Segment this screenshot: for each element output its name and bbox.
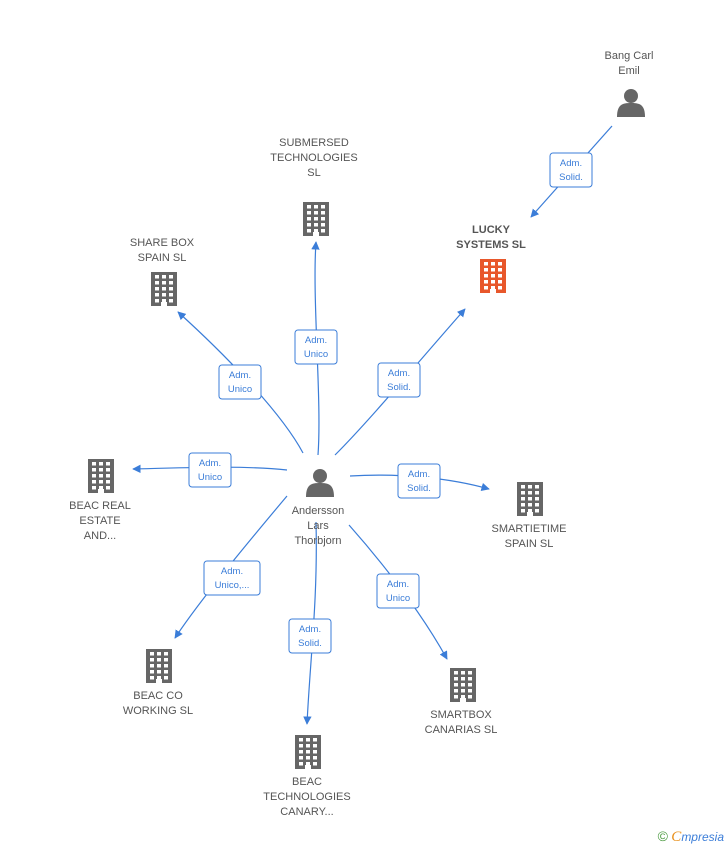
copyright-icon: ©: [657, 828, 668, 844]
node-label: Lars: [307, 520, 329, 532]
role-text: Adm.: [199, 458, 221, 469]
node-beac-co-working-sl[interactable]: BEAC CO WORKING SL: [123, 649, 193, 717]
roles-layer: Adm.Solid.Adm.UnicoAdm.UnicoAdm.Solid.Ad…: [188, 152, 593, 654]
node-label: SPAIN SL: [138, 252, 187, 264]
role-text: Unico: [386, 593, 410, 604]
node-label: SHARE BOX: [130, 237, 195, 249]
node-label: Emil: [618, 65, 639, 77]
role-text: Solid.: [559, 172, 583, 183]
node-label: LUCKY: [472, 224, 511, 236]
role-text: Adm.: [299, 624, 321, 635]
building-icon: [88, 459, 114, 493]
role-text: Adm.: [229, 370, 251, 381]
node-label: Thorbjorn: [294, 535, 341, 547]
role-text: Solid.: [298, 638, 322, 649]
person-icon: [306, 469, 334, 497]
role-badge[interactable]: Adm. Solid.: [549, 152, 593, 188]
role-badge[interactable]: Adm. Unico,...: [203, 560, 261, 596]
node-label: Andersson: [292, 505, 345, 517]
node-lucky-systems-sl[interactable]: LUCKY SYSTEMS SL: [456, 224, 526, 293]
role-text: Adm.: [560, 158, 582, 169]
building-icon: [517, 482, 543, 516]
role-text: Adm.: [305, 335, 327, 346]
node-label: BEAC: [292, 776, 322, 788]
edges-layer: [132, 125, 613, 725]
person-icon: [617, 89, 645, 117]
building-icon: [151, 272, 177, 306]
role-badge[interactable]: Adm. Unico: [188, 452, 232, 488]
node-label: SL: [307, 167, 320, 179]
node-label: SMARTBOX: [430, 709, 492, 721]
role-text: Unico: [228, 384, 252, 395]
role-text: Unico: [198, 472, 222, 483]
node-label: Bang Carl: [605, 50, 654, 62]
node-label: BEAC CO: [133, 690, 183, 702]
brand-name: mpresia: [681, 830, 724, 844]
building-icon: [146, 649, 172, 683]
building-icon: [480, 259, 506, 293]
building-icon: [295, 735, 321, 769]
role-text: Solid.: [387, 382, 411, 393]
node-share-box-spain-sl[interactable]: SHARE BOX SPAIN SL: [130, 237, 195, 306]
role-badge[interactable]: Adm. Solid.: [377, 362, 421, 398]
role-text: Adm.: [221, 566, 243, 577]
node-label: AND...: [84, 530, 116, 542]
role-text: Unico,...: [215, 580, 250, 591]
role-badge[interactable]: Adm. Solid.: [397, 463, 441, 499]
node-label: BEAC REAL: [69, 500, 131, 512]
role-text: Solid.: [407, 483, 431, 494]
node-label: SUBMERSED: [279, 137, 349, 149]
node-label: SMARTIETIME: [492, 523, 567, 535]
node-label: ESTATE: [79, 515, 120, 527]
role-badge[interactable]: Adm. Unico: [294, 329, 338, 365]
node-beac-real-estate[interactable]: BEAC REAL ESTATE AND...: [69, 459, 131, 542]
node-beac-technologies-canary[interactable]: BEAC TECHNOLOGIES CANARY...: [263, 735, 351, 818]
node-label: TECHNOLOGIES: [263, 791, 350, 803]
role-badge[interactable]: Adm. Unico: [218, 364, 262, 400]
node-label: TECHNOLOGIES: [270, 152, 357, 164]
role-text: Adm.: [408, 469, 430, 480]
footer-brand: © Cmpresia: [658, 828, 724, 846]
node-smartietime-spain-sl[interactable]: SMARTIETIME SPAIN SL: [492, 482, 567, 550]
role-badge[interactable]: Adm. Unico: [376, 573, 420, 609]
node-submersed-technologies-sl[interactable]: SUBMERSED TECHNOLOGIES SL: [270, 137, 358, 236]
building-icon: [450, 668, 476, 702]
role-text: Adm.: [388, 368, 410, 379]
role-text: Unico: [304, 349, 328, 360]
node-label: CANARY...: [280, 806, 333, 818]
brand-initial: C: [671, 829, 682, 845]
role-text: Adm.: [387, 579, 409, 590]
node-smartbox-canarias-sl[interactable]: SMARTBOX CANARIAS SL: [425, 668, 498, 736]
building-icon: [303, 202, 329, 236]
node-label: SYSTEMS SL: [456, 239, 526, 251]
node-label: CANARIAS SL: [425, 724, 498, 736]
node-label: SPAIN SL: [505, 538, 554, 550]
node-label: WORKING SL: [123, 705, 193, 717]
role-badge[interactable]: Adm. Solid.: [288, 618, 332, 654]
